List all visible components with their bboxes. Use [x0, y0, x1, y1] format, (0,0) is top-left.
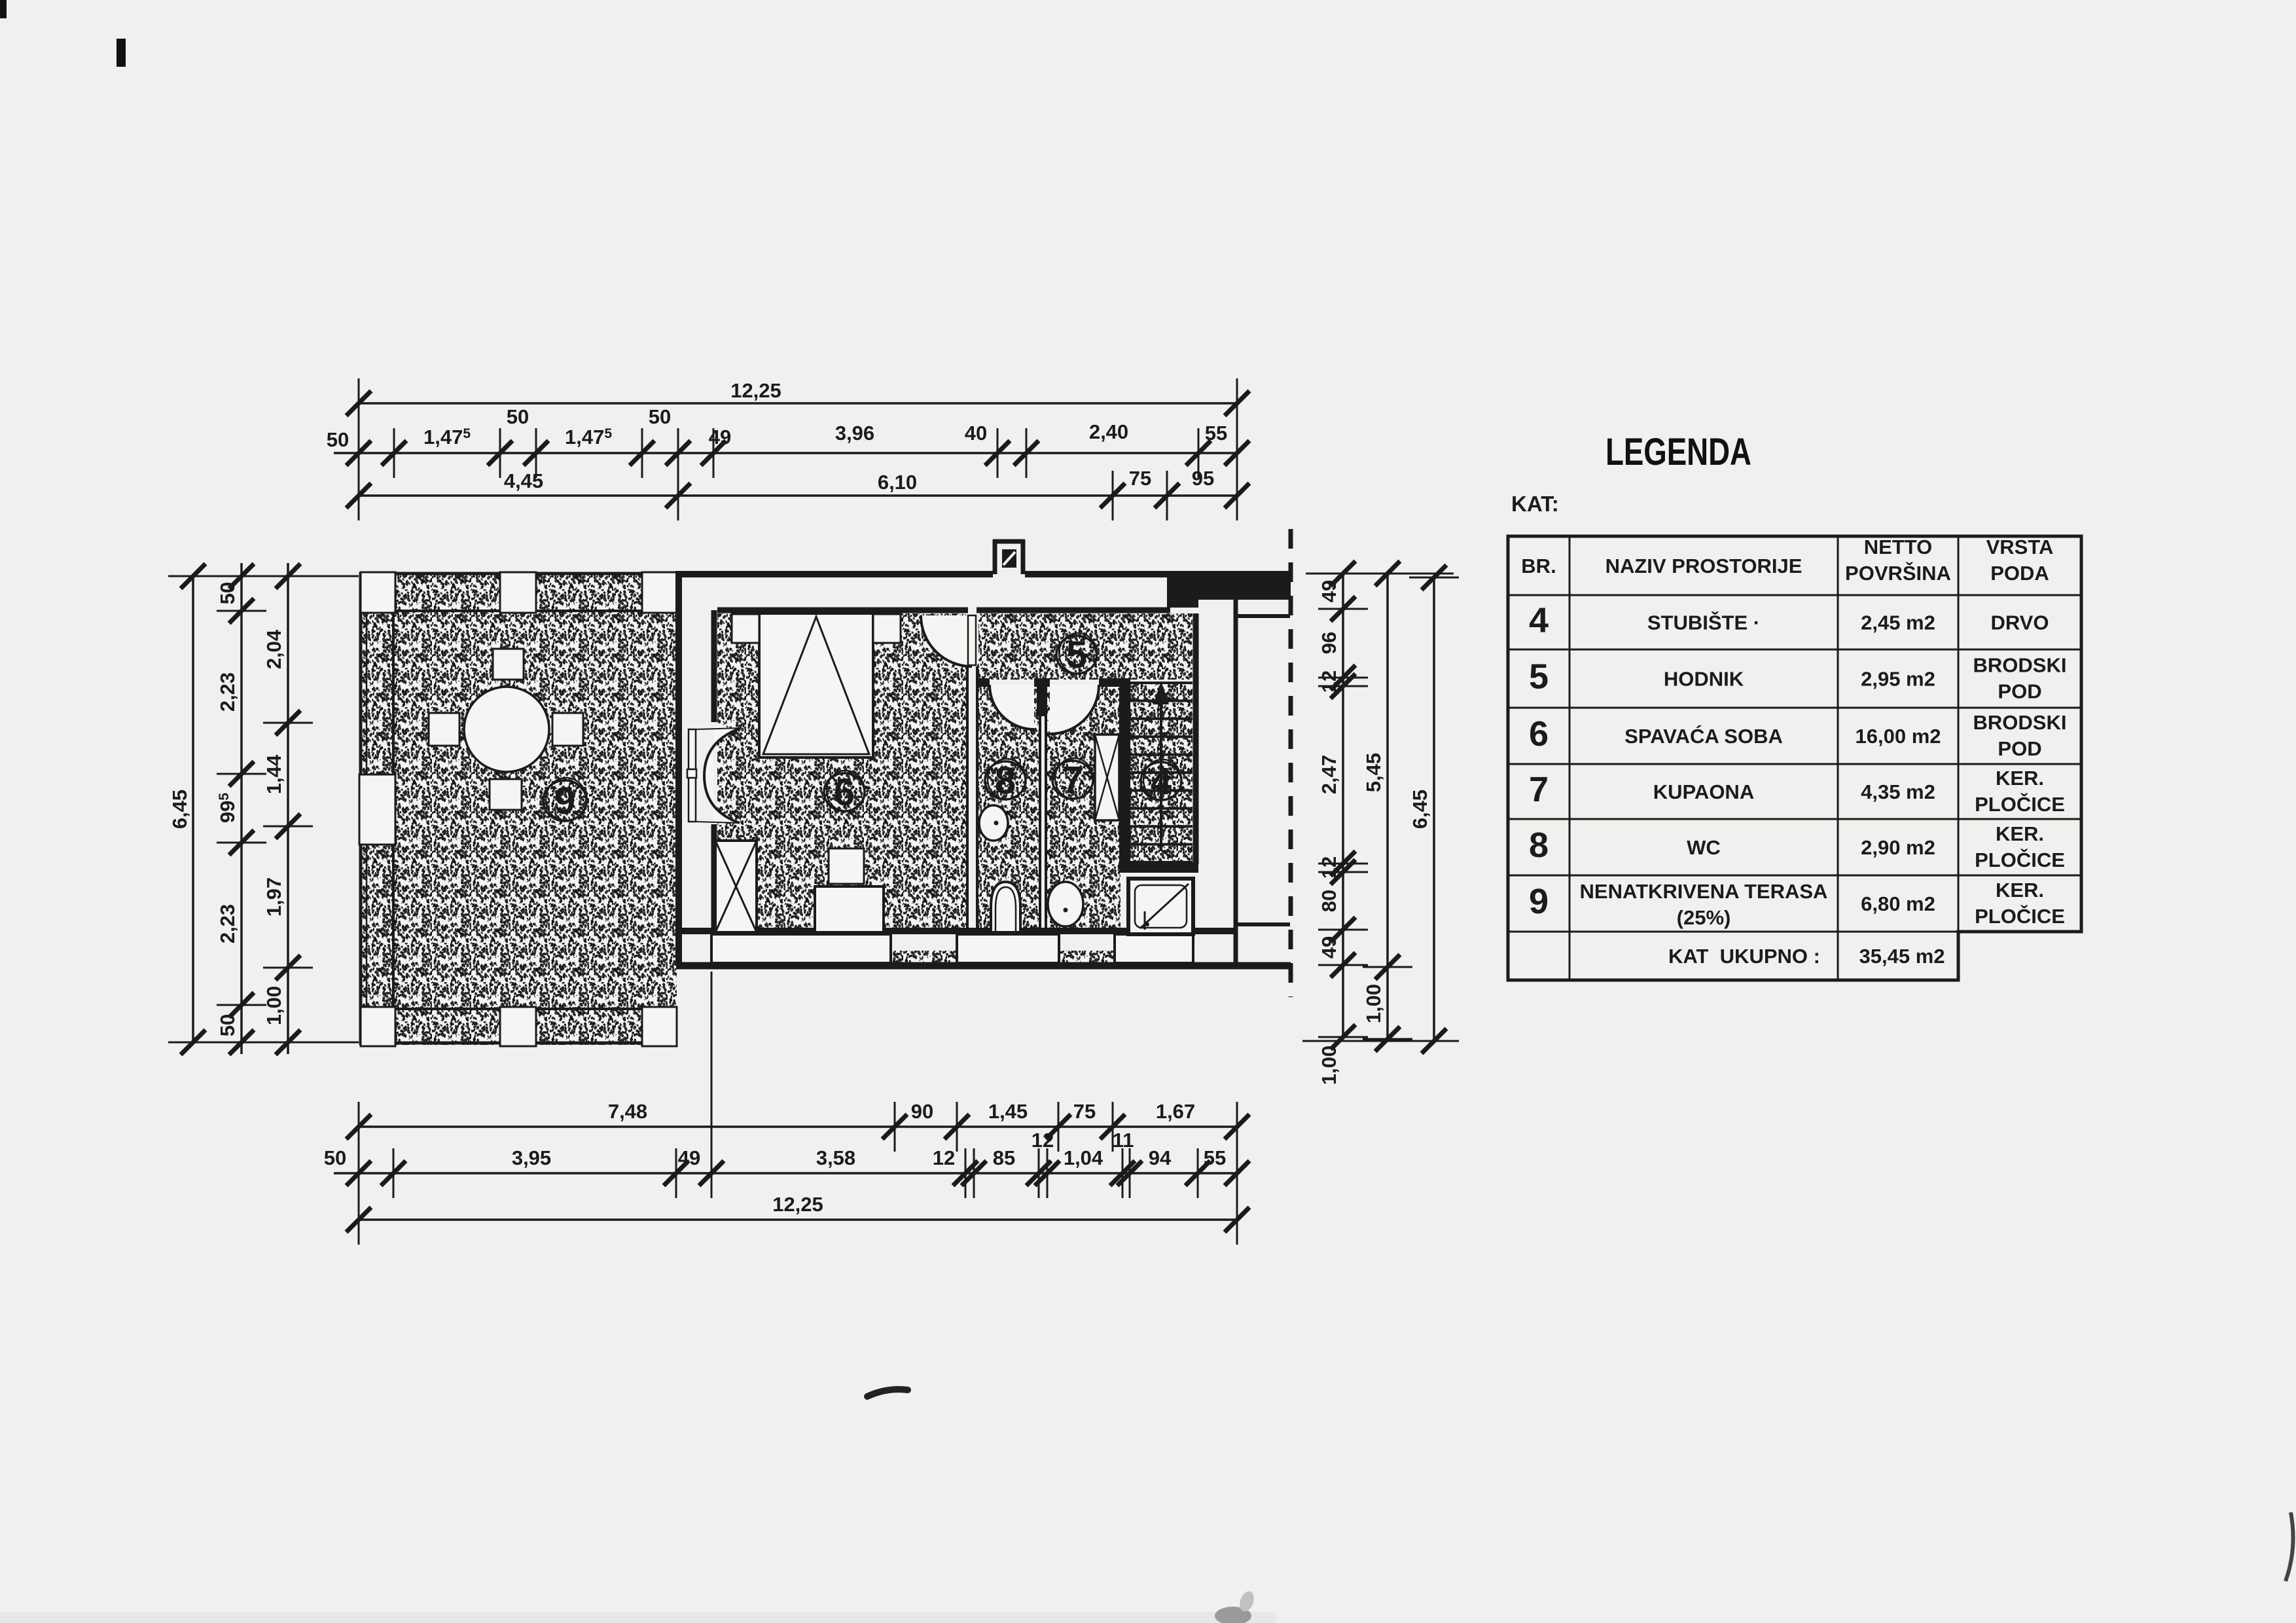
svg-text:12: 12 — [1031, 1129, 1054, 1152]
svg-text:POD: POD — [1998, 737, 2041, 760]
svg-text:1,97: 1,97 — [262, 877, 285, 917]
svg-text:50: 50 — [327, 428, 349, 451]
svg-text:PLOČICE: PLOČICE — [1975, 792, 2065, 816]
svg-text:PODA: PODA — [1990, 562, 2049, 585]
svg-text:94: 94 — [1149, 1146, 1172, 1169]
svg-text:4,45: 4,45 — [504, 469, 543, 492]
svg-text:1,00: 1,00 — [262, 986, 285, 1025]
svg-text:2,23: 2,23 — [216, 904, 239, 943]
svg-text:75: 75 — [1129, 467, 1151, 490]
svg-text:6,45: 6,45 — [1408, 790, 1431, 829]
svg-text:NENATKRIVENA TERASA: NENATKRIVENA TERASA — [1580, 880, 1828, 903]
svg-text:4,35 m2: 4,35 m2 — [1861, 780, 1935, 803]
svg-text:KER.: KER. — [1996, 879, 2044, 902]
svg-text:PLOČICE: PLOČICE — [1975, 848, 2065, 871]
svg-text:2,40: 2,40 — [1089, 420, 1128, 443]
svg-text:KUPAONA: KUPAONA — [1653, 780, 1754, 803]
svg-text:HODNIK: HODNIK — [1664, 668, 1744, 691]
svg-text:4: 4 — [1151, 760, 1172, 803]
svg-text:KAT:: KAT: — [1511, 492, 1559, 516]
svg-text:9: 9 — [1529, 882, 1549, 921]
svg-text:50: 50 — [649, 405, 671, 428]
svg-text:KER.: KER. — [1996, 822, 2044, 845]
svg-text:1,04: 1,04 — [1064, 1146, 1103, 1169]
svg-text:95: 95 — [1192, 467, 1214, 490]
svg-text:6: 6 — [1529, 714, 1549, 754]
svg-text:(25%): (25%) — [1677, 906, 1731, 929]
svg-text:75: 75 — [1073, 1100, 1096, 1123]
svg-text:50: 50 — [324, 1146, 346, 1169]
svg-text:49: 49 — [1318, 936, 1340, 958]
svg-text:2,95 m2: 2,95 m2 — [1861, 668, 1935, 691]
svg-text:2,47: 2,47 — [1318, 755, 1340, 794]
svg-text:1,45: 1,45 — [988, 1100, 1028, 1123]
svg-text:3,58: 3,58 — [816, 1146, 855, 1169]
svg-text:50: 50 — [216, 582, 239, 604]
svg-text:6,45: 6,45 — [168, 790, 191, 829]
svg-text:BRODSKI: BRODSKI — [1973, 711, 2067, 734]
svg-text:3,95: 3,95 — [512, 1146, 551, 1169]
svg-text:12: 12 — [933, 1146, 955, 1169]
svg-text:55: 55 — [1204, 1146, 1226, 1169]
svg-text:6,10: 6,10 — [878, 471, 917, 494]
svg-text:50: 50 — [507, 405, 529, 428]
svg-text:BR.: BR. — [1521, 555, 1556, 577]
svg-text:12,25: 12,25 — [772, 1193, 823, 1216]
svg-text:4: 4 — [1529, 601, 1549, 640]
svg-text:6: 6 — [834, 771, 855, 814]
svg-text:35,45 m2: 35,45 m2 — [1859, 945, 1945, 968]
svg-text:POVRŠINA: POVRŠINA — [1845, 561, 1951, 585]
svg-text:PLOČICE: PLOČICE — [1975, 904, 2065, 928]
svg-text:KER.: KER. — [1996, 767, 2044, 790]
svg-text:1,475: 1,475 — [423, 426, 471, 448]
svg-text:1,44: 1,44 — [262, 754, 285, 794]
svg-text:POD: POD — [1998, 680, 2041, 703]
svg-text:2,45 m2: 2,45 m2 — [1861, 611, 1935, 634]
svg-text:1,00: 1,00 — [1362, 984, 1385, 1023]
svg-text:WC: WC — [1687, 836, 1721, 859]
svg-text:6,80 m2: 6,80 m2 — [1861, 892, 1935, 915]
svg-text:5,45: 5,45 — [1362, 753, 1385, 792]
svg-text:50: 50 — [216, 1014, 239, 1036]
svg-text:12: 12 — [1318, 856, 1340, 879]
svg-text:90: 90 — [911, 1100, 933, 1123]
svg-text:8: 8 — [995, 759, 1016, 802]
svg-text:11: 11 — [1113, 1129, 1134, 1152]
svg-text:49: 49 — [1318, 580, 1340, 602]
svg-text:SPAVAĆA SOBA: SPAVAĆA SOBA — [1624, 724, 1783, 748]
svg-text:2,04: 2,04 — [262, 629, 285, 669]
svg-text:7: 7 — [1062, 759, 1083, 801]
svg-text:2,23: 2,23 — [216, 672, 239, 712]
svg-text:DRVO: DRVO — [1990, 611, 2049, 634]
svg-text:16,00 m2: 16,00 m2 — [1856, 725, 1941, 748]
svg-text:1,67: 1,67 — [1156, 1100, 1195, 1123]
svg-text:NETTO: NETTO — [1864, 536, 1933, 558]
svg-text:40: 40 — [965, 422, 987, 445]
svg-text:12,25: 12,25 — [730, 379, 781, 402]
svg-text:8: 8 — [1529, 826, 1549, 865]
svg-text:7,48: 7,48 — [608, 1100, 647, 1123]
svg-text:LEGENDA: LEGENDA — [1605, 431, 1751, 473]
svg-text:1,475: 1,475 — [565, 426, 612, 448]
svg-text:9: 9 — [554, 780, 575, 822]
svg-text:85: 85 — [993, 1146, 1015, 1169]
svg-text:49: 49 — [709, 426, 731, 448]
svg-text:5: 5 — [1529, 657, 1549, 697]
svg-text:NAZIV PROSTORIJE: NAZIV PROSTORIJE — [1605, 555, 1803, 577]
svg-text:STUBIŠTE ·: STUBIŠTE · — [1647, 611, 1760, 634]
svg-text:3,96: 3,96 — [835, 422, 874, 445]
svg-text:BRODSKI: BRODSKI — [1973, 654, 2067, 677]
svg-text:1,00: 1,00 — [1318, 1046, 1340, 1085]
svg-text:KAT UKUPNO :: KAT UKUPNO : — [1668, 945, 1820, 968]
svg-text:96: 96 — [1318, 632, 1340, 654]
svg-text:7: 7 — [1529, 770, 1549, 809]
svg-text:12: 12 — [1318, 670, 1340, 693]
svg-text:80: 80 — [1318, 890, 1340, 912]
svg-text:VRSTA: VRSTA — [1986, 536, 2054, 558]
svg-text:5: 5 — [1066, 634, 1087, 676]
svg-text:49: 49 — [678, 1146, 700, 1169]
svg-text:55: 55 — [1205, 422, 1227, 445]
svg-text:2,90 m2: 2,90 m2 — [1861, 836, 1935, 859]
